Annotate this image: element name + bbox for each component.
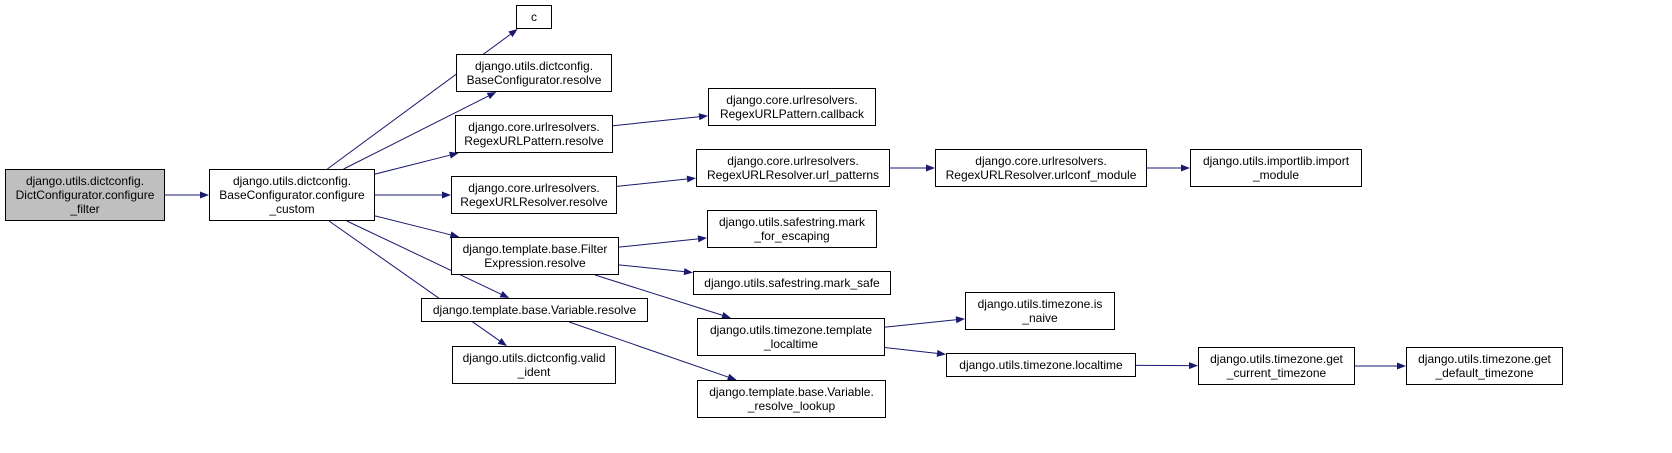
arrowhead-resolver_resolve-to-url_patterns bbox=[686, 175, 696, 183]
arrowhead-filter_resolve-to-template_localtime bbox=[721, 311, 731, 319]
edge-template_localtime-to-localtime bbox=[884, 347, 938, 354]
arrowhead-configure_custom-to-variable_resolve bbox=[499, 290, 510, 298]
arrowhead-variable_resolve-to-resolve_lookup bbox=[726, 373, 737, 381]
edge-resolver_resolve-to-url_patterns bbox=[616, 178, 688, 187]
arrowhead-configure_custom-to-pattern_resolve bbox=[449, 151, 459, 159]
arrowhead-configure_custom-to-c bbox=[508, 29, 518, 38]
arrowhead-filter_resolve-to-mark_safe bbox=[683, 268, 693, 276]
arrowhead-get_current_timezone-to-get_default_timezone bbox=[1397, 362, 1406, 370]
arrowhead-template_localtime-to-localtime bbox=[936, 349, 946, 357]
arrowhead-configure_custom-to-base_resolve bbox=[486, 92, 497, 100]
node-mark-for-escaping[interactable]: django.utils.safestring.mark _for_escapi… bbox=[707, 210, 877, 248]
node-localtime[interactable]: django.utils.timezone.localtime bbox=[946, 353, 1136, 377]
node-import-module[interactable]: django.utils.importlib.import _module bbox=[1190, 149, 1362, 187]
node-get-current-timezone[interactable]: django.utils.timezone.get _current_timez… bbox=[1198, 347, 1355, 385]
edge-variable_resolve-to-resolve_lookup bbox=[568, 321, 729, 378]
arrowhead-configure_custom-to-resolver_resolve bbox=[442, 191, 451, 199]
edge-filter_resolve-to-mark_safe bbox=[618, 264, 685, 273]
edge-configure_custom-to-filter_resolve bbox=[374, 215, 451, 236]
arrowhead-localtime-to-get_current_timezone bbox=[1188, 362, 1198, 370]
arrowhead-configure_filter-to-configure_custom bbox=[200, 191, 209, 199]
node-get-default-timezone[interactable]: django.utils.timezone.get _default_timez… bbox=[1406, 347, 1563, 385]
node-resolve-lookup[interactable]: django.template.base.Variable. _resolve_… bbox=[697, 380, 886, 418]
arrowhead-configure_custom-to-filter_resolve bbox=[449, 231, 460, 239]
edge-filter_resolve-to-mark_for_escaping bbox=[618, 238, 699, 248]
edge-filter_resolve-to-template_localtime bbox=[594, 274, 723, 316]
edge-configure_custom-to-variable_resolve bbox=[346, 220, 502, 295]
node-mark-safe[interactable]: django.utils.safestring.mark_safe bbox=[693, 271, 891, 295]
node-pattern-callback[interactable]: django.core.urlresolvers. RegexURLPatter… bbox=[708, 88, 876, 126]
arrowhead-configure_custom-to-valid_ident bbox=[497, 337, 507, 346]
arrowhead-pattern_resolve-to-pattern_callback bbox=[698, 113, 708, 121]
node-c[interactable]: c bbox=[516, 5, 552, 29]
node-valid-ident[interactable]: django.utils.dictconfig.valid _ident bbox=[452, 346, 616, 384]
node-configure-filter: django.utils.dictconfig. DictConfigurato… bbox=[5, 169, 165, 221]
edge-template_localtime-to-is_naive bbox=[884, 319, 957, 328]
node-resolver-resolve[interactable]: django.core.urlresolvers. RegexURLResolv… bbox=[451, 176, 617, 214]
edge-configure_custom-to-base_resolve bbox=[343, 95, 489, 170]
node-is-naive[interactable]: django.utils.timezone.is _naive bbox=[965, 292, 1115, 330]
edge-configure_custom-to-pattern_resolve bbox=[374, 154, 451, 175]
node-url-patterns[interactable]: django.core.urlresolvers. RegexURLResolv… bbox=[696, 149, 890, 187]
arrowhead-urlconf_module-to-import_module bbox=[1181, 164, 1190, 172]
node-filter-resolve[interactable]: django.template.base.Filter Expression.r… bbox=[451, 237, 619, 275]
node-urlconf-module[interactable]: django.core.urlresolvers. RegexURLResolv… bbox=[935, 149, 1147, 187]
edge-pattern_resolve-to-pattern_callback bbox=[612, 116, 700, 127]
node-variable-resolve[interactable]: django.template.base.Variable.resolve bbox=[421, 298, 648, 322]
node-configure-custom[interactable]: django.utils.dictconfig. BaseConfigurato… bbox=[209, 169, 375, 221]
node-pattern-resolve[interactable]: django.core.urlresolvers. RegexURLPatter… bbox=[455, 115, 613, 153]
arrowhead-template_localtime-to-is_naive bbox=[955, 316, 965, 324]
node-template-localtime[interactable]: django.utils.timezone.template _localtim… bbox=[697, 318, 885, 356]
node-base-resolve[interactable]: django.utils.dictconfig. BaseConfigurato… bbox=[456, 54, 612, 92]
arrowhead-url_patterns-to-urlconf_module bbox=[926, 164, 935, 172]
arrowhead-filter_resolve-to-mark_for_escaping bbox=[697, 235, 707, 243]
